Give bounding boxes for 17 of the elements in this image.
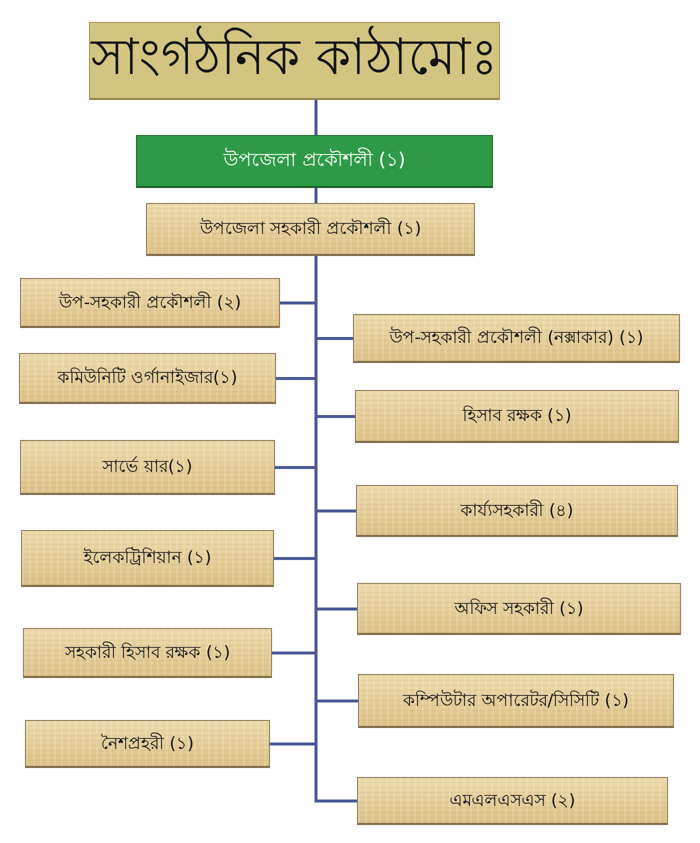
position-box: অফিস সহকারী (১) — [357, 583, 681, 635]
position-box: কম্পিউটার অপারেটর/সিসিটি (১) — [358, 674, 674, 728]
position-box: এমএলএসএস (২) — [357, 777, 668, 825]
position-box: নৈশপ্রহরী (১) — [25, 720, 270, 768]
position-box: সহকারী হিসাব রক্ষক (১) — [23, 628, 272, 678]
position-box: উপ-সহকারী প্রকৌশলী (নক্সাকার) (১) — [353, 314, 680, 363]
position-box: উপজেলা সহকারী প্রকৌশলী (১) — [146, 203, 475, 256]
position-box: কমিউনিটি ওর্গানাইজার(১) — [19, 353, 276, 404]
position-box: হিসাব রক্ষক (১) — [355, 390, 679, 443]
position-box: কার্য্যসহকারী (৪) — [356, 485, 678, 537]
title-box: সাংগঠনিক কাঠামোঃ — [89, 22, 500, 100]
position-box: সার্ভে য়ার(১) — [20, 440, 275, 495]
position-box: উপ-সহকারী প্রকৌশলী (২) — [20, 278, 280, 328]
position-box: উপজেলা প্রকৌশলী (১) — [136, 135, 493, 188]
position-box: ইলেকট্রিশিয়ান (১) — [21, 530, 274, 587]
connector-line — [314, 100, 318, 135]
connector-line — [314, 188, 318, 203]
